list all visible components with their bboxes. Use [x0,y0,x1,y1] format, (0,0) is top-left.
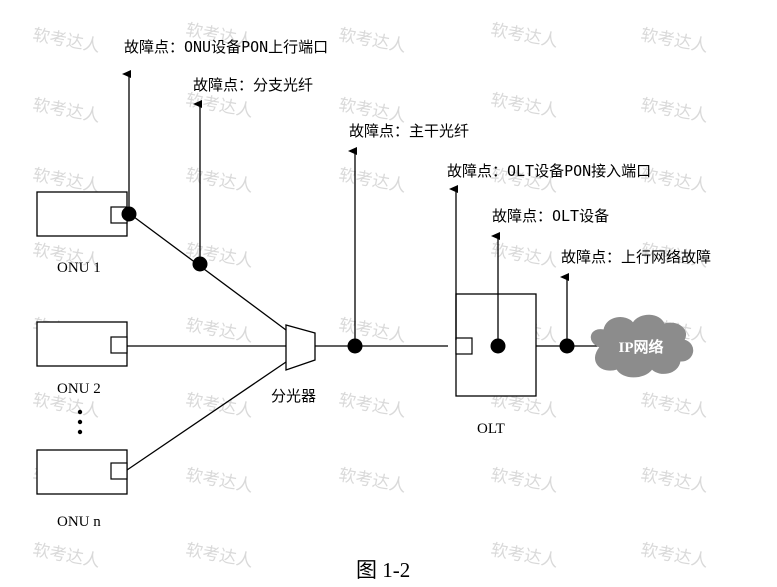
watermark: 软考达人 [184,315,254,347]
onu-n-label: ONU n [57,514,101,530]
onu-1 [36,191,128,237]
fault-label-trunk-fiber: 故障点：主干光纤 [349,122,469,140]
fault-label-branch-fiber: 故障点：分支光纤 [193,76,313,94]
fiber-onun-splitter [126,361,287,471]
ip-network-label: IP网络 [618,338,663,356]
watermark: 软考达人 [639,95,709,127]
watermark: 软考达人 [489,540,559,572]
fault-dot-branch-fiber [192,256,208,272]
watermark: 软考达人 [489,465,559,497]
watermark: 软考达人 [489,90,559,122]
watermark: 软考达人 [184,540,254,572]
fault-dot-uplink [559,338,575,354]
watermark: 软考达人 [639,390,709,422]
splitter-label: 分光器 [271,387,316,405]
fault-label-uplink: 故障点：上行网络故障 [561,248,711,266]
watermark: 软考达人 [489,240,559,272]
watermark: 软考达人 [337,465,407,497]
onu-n-pon-port [110,462,128,480]
fiber-onu1-splitter [129,213,287,331]
watermark: 软考达人 [337,315,407,347]
optical-splitter [285,324,316,371]
fault-label-onu-port: 故障点：ONU设备PON上行端口 [124,38,328,56]
watermark: 软考达人 [337,390,407,422]
watermark: 软考达人 [184,90,254,122]
fault-label-olt-device: 故障点：OLT设备 [492,207,609,225]
watermark: 软考达人 [639,25,709,57]
fault-points [121,206,575,354]
fault-label-olt-pon-port: 故障点：OLT设备PON接入端口 [447,162,651,180]
onu-2-pon-port [110,336,128,354]
watermark: 软考达人 [184,390,254,422]
fault-dot-onu-port [121,206,137,222]
figure-caption: 图 1-2 [356,558,410,582]
watermark: 软考达人 [31,25,101,57]
watermark: 软考达人 [337,25,407,57]
fault-dot-olt-device [490,338,506,354]
onu-1-label: ONU 1 [57,260,101,276]
watermark: 软考达人 [31,95,101,127]
watermark: 软考达人 [184,465,254,497]
fault-dot-trunk-fiber [347,338,363,354]
onu-2-label: ONU 2 [57,381,101,397]
fault-pointers [122,70,569,346]
olt-label: OLT [477,421,505,437]
onu-ellipsis [77,409,83,435]
watermark: 软考达人 [184,165,254,197]
watermarks: 软考达人 软考达人 软考达人 软考达人 软考达人 软考达人 软考达人 软考达人 … [31,20,709,572]
olt-pon-port [455,337,473,355]
onu-n [36,449,128,495]
watermark: 软考达人 [489,20,559,52]
watermark: 软考达人 [31,540,101,572]
watermark: 软考达人 [639,540,709,572]
onu-2 [36,321,128,367]
fiber-links [126,213,600,471]
watermark: 软考达人 [639,465,709,497]
watermark: 软考达人 [337,165,407,197]
ip-network-cloud [590,314,694,378]
